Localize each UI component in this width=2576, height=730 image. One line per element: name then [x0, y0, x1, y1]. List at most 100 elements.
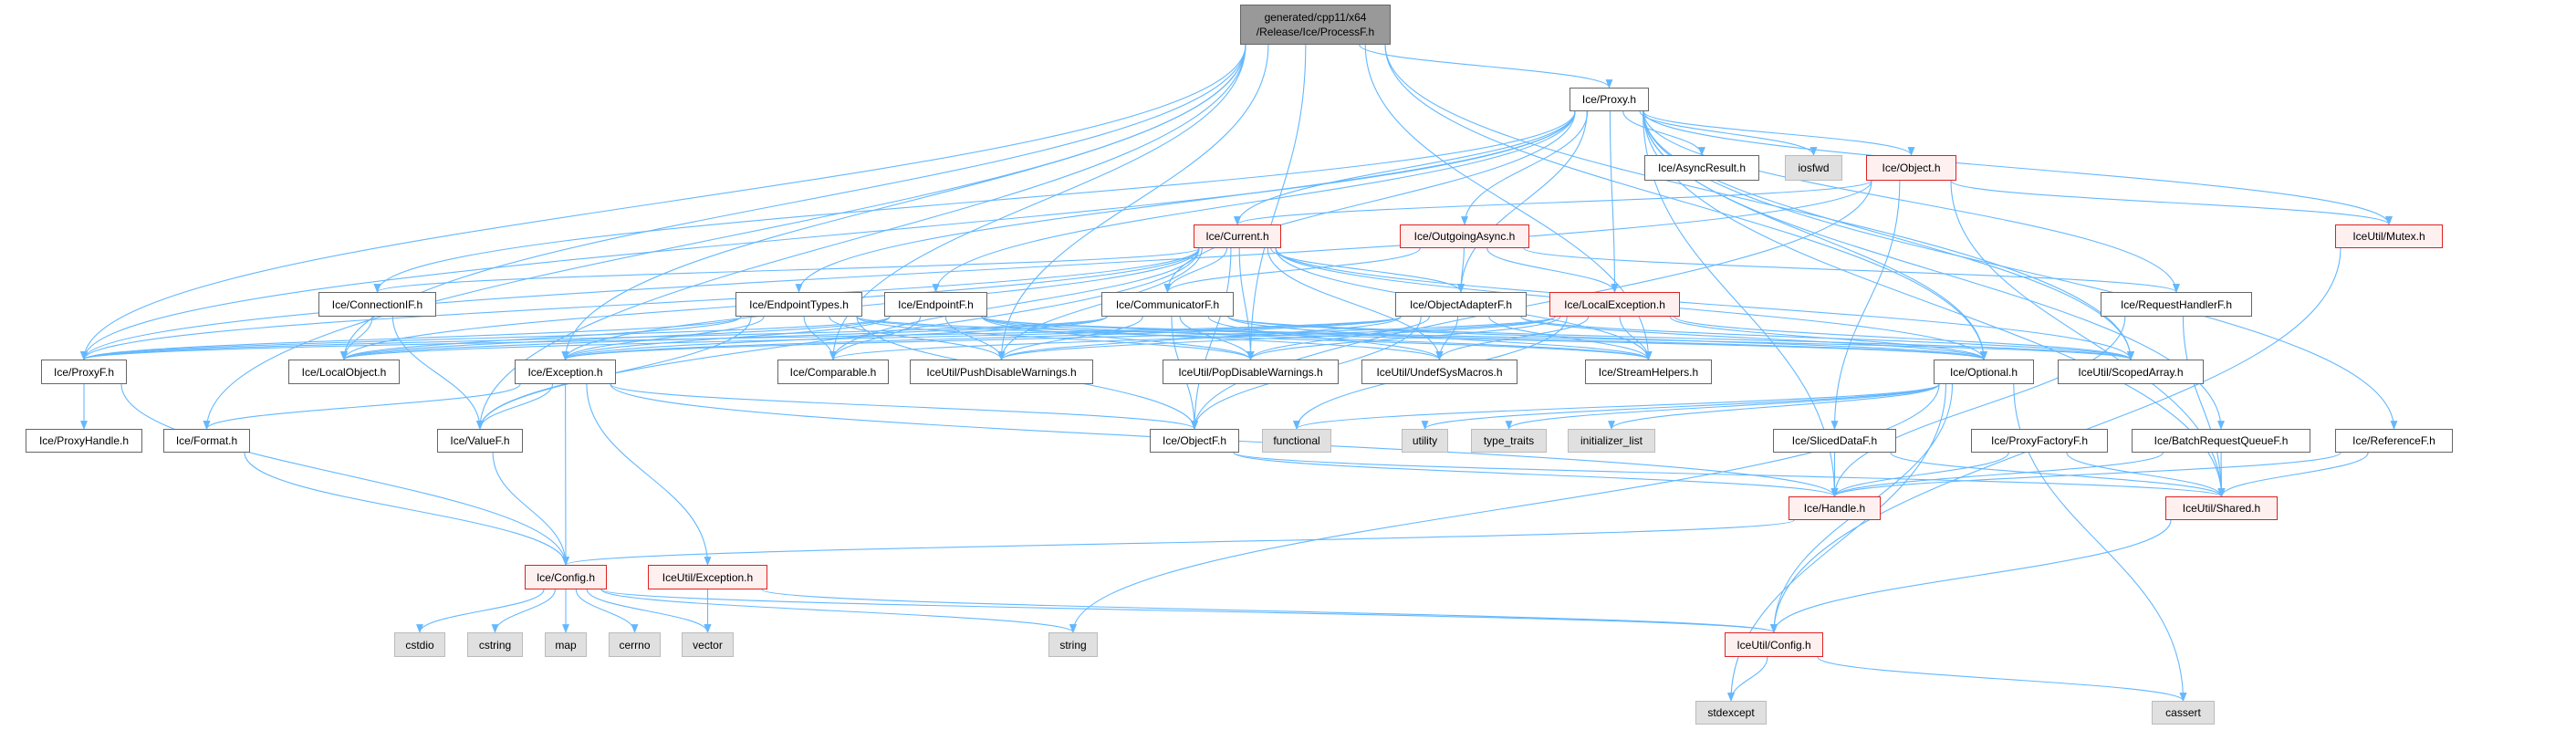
edge-current-to-objectadapterf — [1270, 247, 1465, 293]
node-communicatorf[interactable]: Ice/CommunicatorF.h — [1101, 292, 1234, 317]
node-iosfwd[interactable]: iosfwd — [1785, 155, 1842, 181]
node-string[interactable]: string — [1048, 632, 1098, 657]
node-handle[interactable]: Ice/Handle.h — [1789, 496, 1881, 520]
node-utility[interactable]: utility — [1402, 429, 1448, 453]
node-endpointf[interactable]: Ice/EndpointF.h — [884, 292, 987, 317]
edge-proxyfactoryf-to-shared — [2066, 452, 2226, 497]
edge-connectionif-to-valuef — [391, 316, 484, 430]
node-label: Ice/RequestHandlerF.h — [2120, 297, 2233, 311]
node-objectadapterf[interactable]: Ice/ObjectAdapterF.h — [1395, 292, 1527, 317]
node-objectf[interactable]: Ice/ObjectF.h — [1150, 429, 1239, 453]
node-label: Ice/AsyncResult.h — [1657, 162, 1747, 174]
node-label: functional — [1273, 434, 1320, 447]
edge-config-to-vector — [586, 589, 712, 633]
edge-endpointtypes-to-exception — [561, 316, 765, 360]
node-format[interactable]: Ice/Format.h — [163, 429, 250, 453]
node-scopedarray[interactable]: IceUtil/ScopedArray.h — [2058, 360, 2204, 384]
edge-exception-to-objectf — [610, 383, 1198, 430]
edge-outgoingasync-to-requesthandlerf — [1523, 247, 2180, 293]
node-label: Ice/ObjectF.h — [1162, 434, 1227, 447]
edge-endpointf-to-undefsys — [981, 316, 1444, 360]
node-undefsys[interactable]: IceUtil/UndefSysMacros.h — [1361, 360, 1517, 384]
edge-localexception-to-undefsys — [1435, 316, 1590, 360]
node-iceutilconfig[interactable]: IceUtil/Config.h — [1725, 632, 1823, 657]
node-asyncresult[interactable]: Ice/AsyncResult.h — [1644, 155, 1759, 181]
node-proxyfactoryf[interactable]: Ice/ProxyFactoryF.h — [1971, 429, 2108, 453]
node-cassert[interactable]: cassert — [2152, 701, 2215, 725]
edge-root-to-proxy — [1359, 44, 1613, 89]
node-requesthandlerf[interactable]: Ice/RequestHandlerF.h — [2101, 292, 2252, 317]
node-vector[interactable]: vector — [682, 632, 734, 657]
edge-config-to-cstring — [491, 589, 556, 633]
edge-communicatorf-to-optional — [1227, 316, 1987, 360]
edge-proxy-to-iosfwd — [1639, 110, 1818, 156]
node-label: Ice/Optional.h — [1949, 365, 2018, 379]
node-label: utility — [1412, 434, 1438, 447]
node-outgoingasync[interactable]: Ice/OutgoingAsync.h — [1400, 224, 1529, 248]
node-proxy[interactable]: Ice/Proxy.h — [1570, 88, 1649, 111]
node-type_traits[interactable]: type_traits — [1471, 429, 1547, 453]
node-label: Ice/BatchRequestQueueF.h — [2154, 434, 2289, 447]
edge-optional-to-initializer_list — [1608, 383, 1940, 430]
node-label: IceUtil/Mutex.h — [2352, 230, 2425, 243]
node-cstring[interactable]: cstring — [467, 632, 523, 657]
node-cerrno[interactable]: cerrno — [609, 632, 661, 657]
node-proxyf[interactable]: Ice/ProxyF.h — [41, 360, 127, 384]
node-localobject[interactable]: Ice/LocalObject.h — [288, 360, 400, 384]
edge-communicatorf-to-streamhelpers — [1227, 316, 1653, 360]
node-iceutilexception[interactable]: IceUtil/Exception.h — [648, 565, 767, 589]
node-label: IceUtil/Config.h — [1736, 638, 1811, 652]
edge-proxy-to-endpointtypes — [795, 110, 1576, 293]
node-referencef[interactable]: Ice/ReferenceF.h — [2335, 429, 2453, 453]
edge-exception-to-format — [203, 383, 521, 430]
node-connectionif[interactable]: Ice/ConnectionIF.h — [318, 292, 436, 317]
edge-exception-to-iceutilexception — [586, 383, 712, 566]
edge-format-to-config — [244, 452, 569, 566]
node-label: Ice/SlicedDataF.h — [1791, 434, 1878, 447]
node-initializer_list[interactable]: initializer_list — [1568, 429, 1655, 453]
node-mutex[interactable]: IceUtil/Mutex.h — [2335, 224, 2443, 248]
node-streamhelpers[interactable]: Ice/StreamHelpers.h — [1585, 360, 1712, 384]
node-current[interactable]: Ice/Current.h — [1194, 224, 1281, 248]
node-label: cstdio — [405, 638, 434, 652]
node-cstdio[interactable]: cstdio — [394, 632, 445, 657]
node-stdexcept[interactable]: stdexcept — [1695, 701, 1767, 725]
edge-root-to-format — [203, 44, 1246, 430]
node-sliceddataf[interactable]: Ice/SlicedDataF.h — [1773, 429, 1896, 453]
node-comparable[interactable]: Ice/Comparable.h — [777, 360, 889, 384]
edge-optional-to-utility — [1421, 383, 1940, 430]
edge-endpointtypes-to-proxyf — [80, 316, 742, 360]
edge-referencef-to-handle — [1830, 452, 2341, 497]
node-root[interactable]: generated/cpp11/x64/Release/Ice/ProcessF… — [1240, 5, 1391, 45]
edge-endpointf-to-streamhelpers — [981, 316, 1653, 360]
node-endpointtypes[interactable]: Ice/EndpointTypes.h — [735, 292, 862, 317]
node-optional[interactable]: Ice/Optional.h — [1934, 360, 2034, 384]
edge-iceutilconfig-to-stdexcept — [1727, 656, 1768, 702]
edge-object-to-proxyf — [80, 180, 1872, 360]
node-label: /Release/Ice/ProcessF.h — [1256, 26, 1375, 38]
node-label: Ice/Proxy.h — [1581, 93, 1637, 106]
node-config[interactable]: Ice/Config.h — [525, 565, 607, 589]
edge-communicatorf-to-exception — [561, 316, 1108, 360]
node-label: cassert — [2165, 706, 2201, 719]
node-object[interactable]: Ice/Object.h — [1866, 155, 1956, 181]
edge-objectadapterf-to-proxyf — [80, 316, 1402, 360]
node-batchrequestqueuef[interactable]: Ice/BatchRequestQueueF.h — [2132, 429, 2310, 453]
node-localexception[interactable]: Ice/LocalException.h — [1549, 292, 1680, 317]
node-functional[interactable]: functional — [1262, 429, 1331, 453]
node-popdisable[interactable]: IceUtil/PopDisableWarnings.h — [1163, 360, 1339, 384]
node-label: Ice/EndpointF.h — [898, 297, 974, 311]
edge-localexception-to-exception — [562, 316, 1556, 360]
node-exception[interactable]: Ice/Exception.h — [515, 360, 616, 384]
edge-endpointtypes-to-streamhelpers — [856, 316, 1653, 360]
edge-root-to-scopedarray — [1384, 44, 2134, 360]
edge-localexception-to-popdisable — [1246, 316, 1561, 360]
node-shared[interactable]: IceUtil/Shared.h — [2165, 496, 2278, 520]
node-map[interactable]: map — [545, 632, 587, 657]
node-valuef[interactable]: Ice/ValueF.h — [437, 429, 523, 453]
node-proxyhandle[interactable]: Ice/ProxyHandle.h — [26, 429, 142, 453]
node-pushdisable[interactable]: IceUtil/PushDisableWarnings.h — [910, 360, 1093, 384]
edge-outgoingasync-to-objectadapterf — [1457, 247, 1465, 293]
node-label: Ice/ValueF.h — [450, 434, 510, 447]
